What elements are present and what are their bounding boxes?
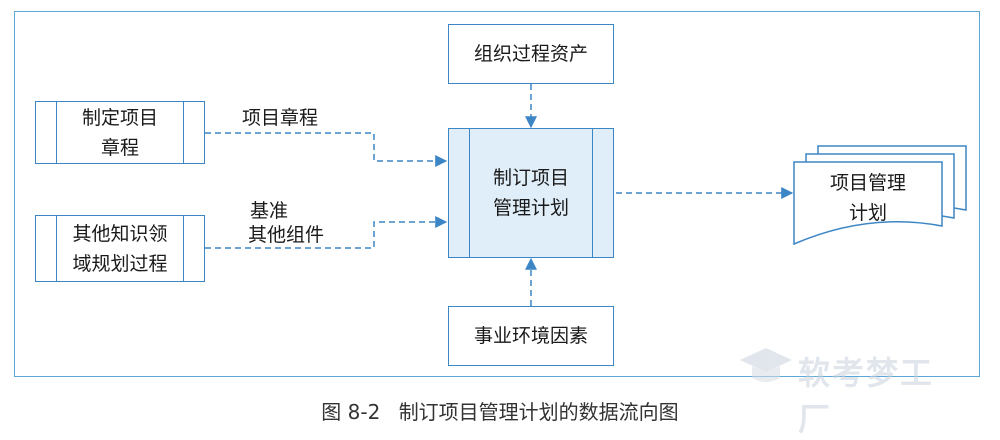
process-box-other-planning-label: 其他知识领 域规划过程 <box>72 222 168 275</box>
watermark-text: 软考梦工厂 <box>798 354 935 438</box>
output-document-shape <box>793 145 967 246</box>
arrow-charter-to-center <box>205 132 448 167</box>
figure-title: 制订项目管理计划的数据流向图 <box>398 400 679 424</box>
process-box-develop-charter-label: 制定项目 章程 <box>81 106 158 159</box>
process-box-develop-pm-plan-label: 制订项目 管理计划 <box>492 167 569 219</box>
edge-label-charter: 项目章程 <box>242 107 319 129</box>
input-box-env-factors: 事业环境因素 <box>448 306 614 366</box>
process-box-other-planning: 其他知识领 域规划过程 <box>35 215 205 282</box>
mortarboard-icon <box>740 348 792 382</box>
input-box-org-assets: 组织过程资产 <box>448 24 614 84</box>
arrow-other-to-center <box>205 216 448 249</box>
input-box-env-factors-label: 事业环境因素 <box>473 325 588 347</box>
process-box-develop-pm-plan: 制订项目 管理计划 <box>448 128 614 258</box>
output-document-label: 项目管理 计划 <box>829 172 906 224</box>
watermark: 软考梦工厂 <box>736 338 966 438</box>
diagram-frame <box>14 11 980 377</box>
edge-label-baseline: 基准 <box>250 200 289 222</box>
edge-label-other-components: 其他组件 <box>248 224 325 246</box>
figure-caption: 图 8-2 制订项目管理计划的数据流向图 <box>0 396 1000 425</box>
figure-number: 图 8-2 <box>321 400 381 424</box>
input-box-org-assets-label: 组织过程资产 <box>473 43 588 65</box>
process-box-develop-charter: 制定项目 章程 <box>35 101 205 164</box>
